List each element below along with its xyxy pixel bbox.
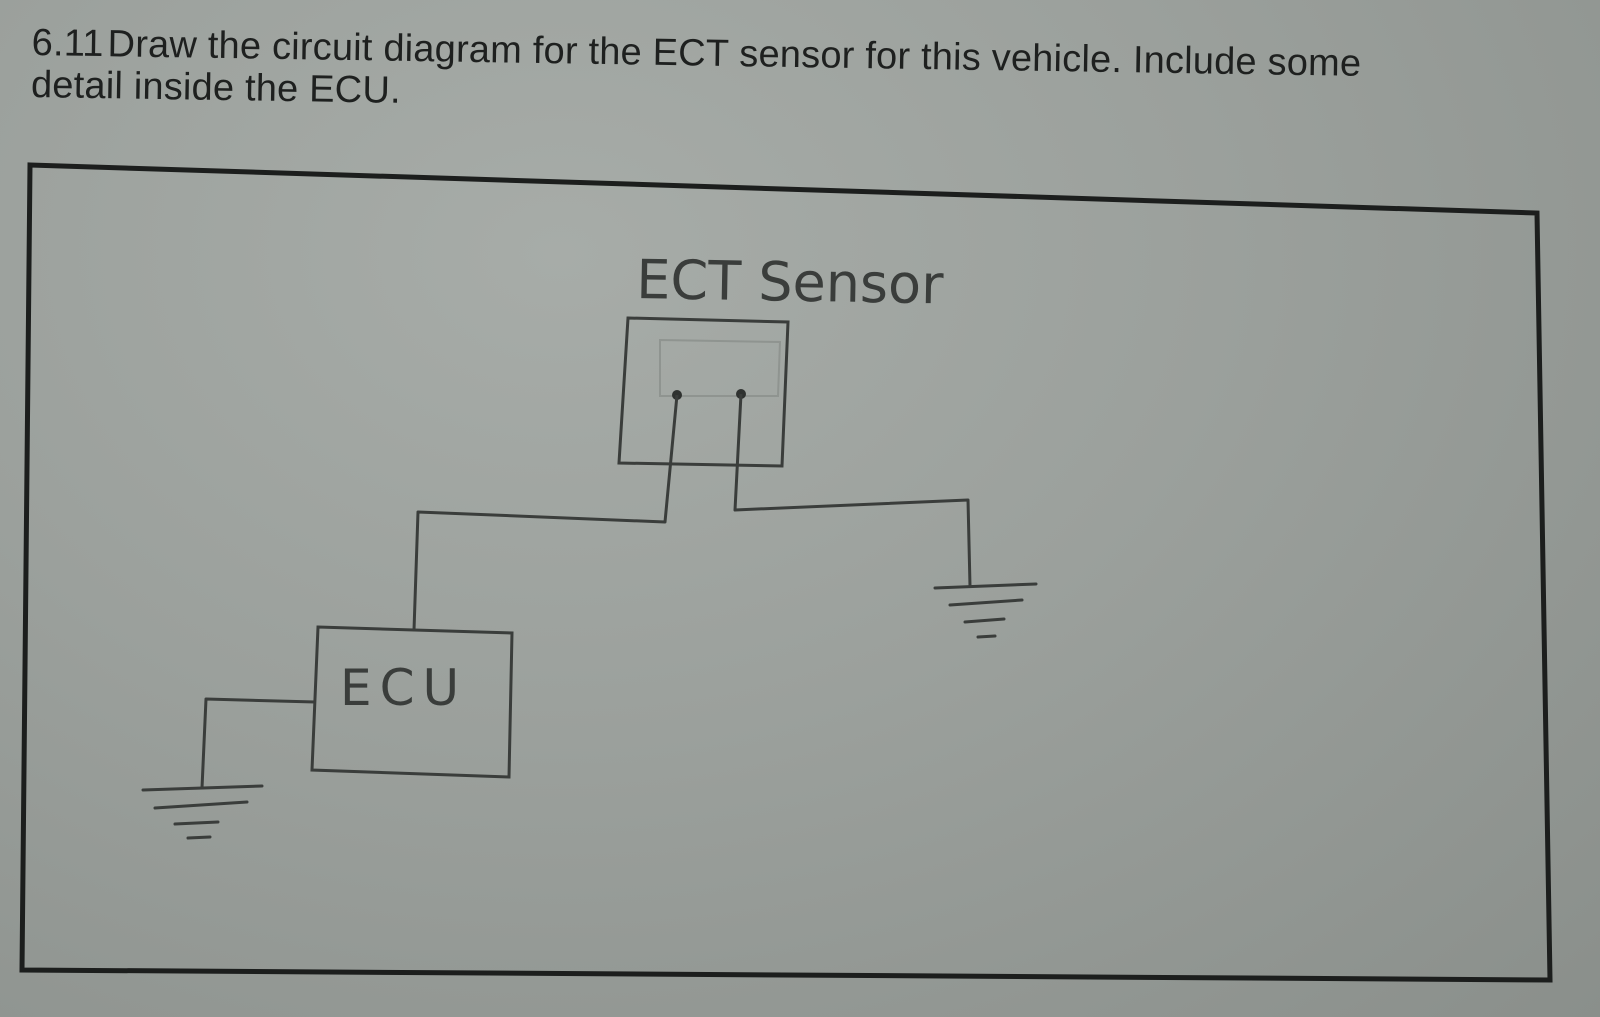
ground-wire-sensor: [733, 393, 972, 587]
ect-sensor-box: [617, 316, 790, 468]
ecu-label: ECU: [340, 659, 467, 717]
sensor-label: ECT Sensor: [636, 248, 945, 316]
signal-wire: [412, 394, 679, 631]
ecu-box: [310, 625, 514, 779]
ground-icon: [933, 582, 1038, 639]
answer-box-border: [19, 162, 1553, 983]
ground-icon: [141, 784, 264, 840]
ground-wire-ecu: [200, 697, 316, 789]
